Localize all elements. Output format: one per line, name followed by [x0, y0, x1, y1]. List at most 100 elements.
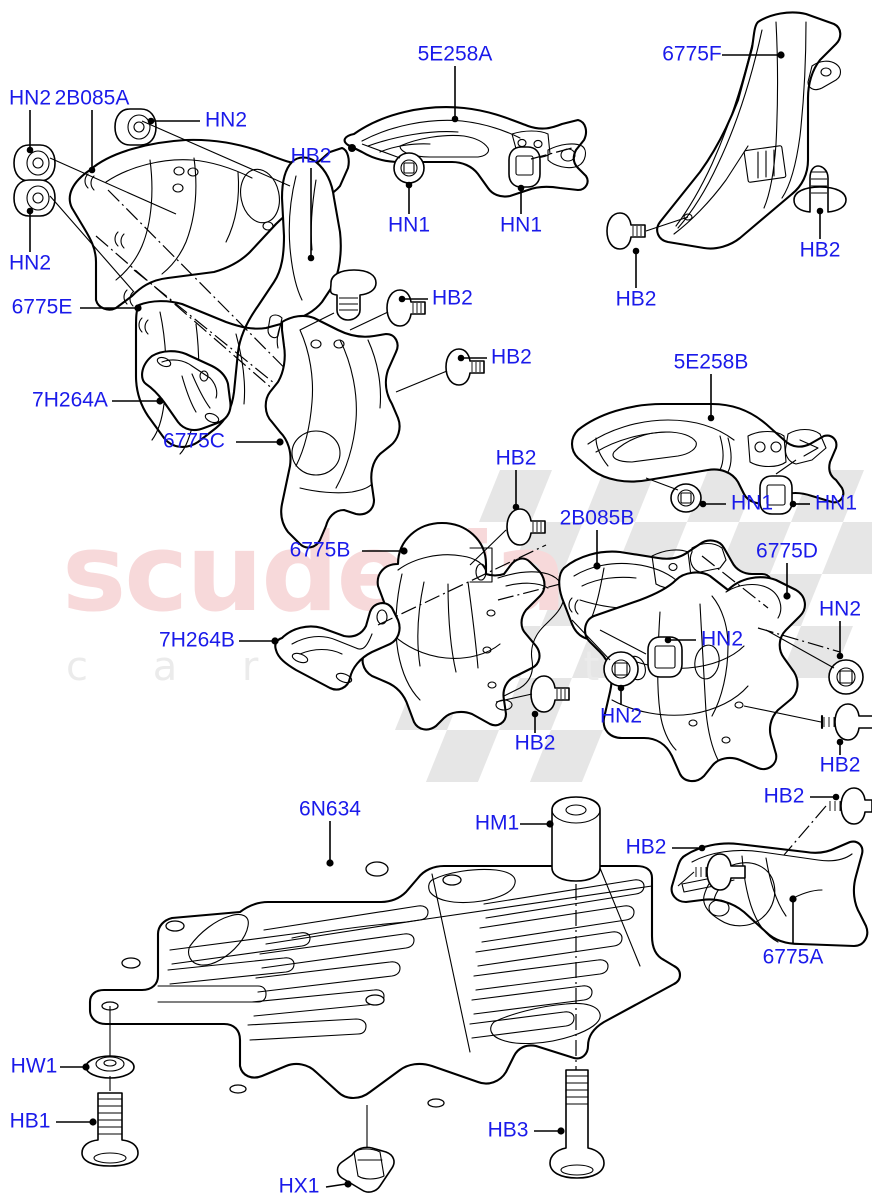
fastener-hm1-spacer[interactable] — [551, 796, 601, 882]
label-hn2-top-left-2[interactable]: HN2 — [205, 109, 247, 132]
label-hn1-left[interactable]: HN1 — [388, 214, 430, 237]
part-2b085a-crease-4 — [225, 171, 239, 243]
label-hn1-right[interactable]: HN1 — [500, 214, 542, 237]
label-6775f[interactable]: 6775F — [662, 43, 722, 66]
label-2b085a[interactable]: 2B085A — [55, 87, 130, 110]
fastener-hn2-tl1[interactable] — [13, 144, 56, 182]
leader-dot-hb2-6775a-left — [698, 844, 706, 852]
part-6775b-heat-shield[interactable] — [361, 521, 546, 731]
label-hw1[interactable]: HW1 — [11, 1055, 58, 1078]
part-6775d-hole-3 — [721, 736, 731, 744]
part-6775f-bracket-hole — [820, 67, 832, 77]
leader-dot-hn1-5e258b-left — [699, 500, 707, 508]
label-2b085b[interactable]: 2B085B — [560, 507, 635, 530]
part-2b085a-crease-1 — [105, 159, 253, 183]
part-6775f-crease-2 — [677, 29, 763, 229]
part-6775c-hole-2 — [333, 339, 345, 349]
group-5e258b — [570, 374, 845, 515]
fastener-hb2-6775c-2[interactable] — [445, 348, 485, 386]
label-hb2-right-3[interactable]: HB2 — [820, 754, 861, 777]
label-hn1-b-left[interactable]: HN1 — [731, 492, 773, 515]
part-6775d-flange — [711, 595, 729, 717]
fastener-hn2-2b085b-2[interactable] — [647, 636, 683, 678]
fastener-hn1-right[interactable] — [508, 146, 541, 188]
leader-hb2-6775b-top-to-part — [469, 529, 507, 566]
label-hn2-top-left-3[interactable]: HN2 — [9, 252, 51, 275]
label-7h264b[interactable]: 7H264B — [159, 629, 235, 652]
leader-dot-hb2-6775d — [836, 738, 844, 746]
fastener-hx1-clip[interactable] — [336, 1146, 395, 1193]
leader-dot-hn2-1 — [26, 146, 34, 154]
label-hb2-ba[interactable]: HB2 — [764, 785, 805, 808]
label-7h264a[interactable]: 7H264A — [32, 389, 108, 412]
label-hn2-top-left-1[interactable]: HN2 — [9, 87, 51, 110]
label-hm1[interactable]: HM1 — [475, 812, 519, 835]
label-6n634[interactable]: 6N634 — [299, 798, 361, 821]
fastener-hb1-bolt[interactable] — [81, 1092, 139, 1167]
label-layer: HN2 2B085A HN2 HN2 6775E 7H264A HB2 HB2 … — [9, 43, 861, 1198]
part-5e258b-tab-arrow — [799, 439, 819, 457]
fastener-hb2-6775c-1[interactable] — [386, 289, 426, 327]
fastener-hb2-6775f-left[interactable] — [606, 212, 646, 250]
part-7h264b-bracket[interactable] — [274, 602, 401, 691]
part-5e258b-rib — [612, 431, 697, 463]
label-5e258b[interactable]: 5E258B — [674, 351, 749, 374]
fastener-hb2-6775a-top[interactable] — [829, 787, 872, 825]
label-hb2-mid-2[interactable]: HB2 — [491, 346, 532, 369]
group-top-left — [13, 108, 353, 455]
label-hb2-bb[interactable]: HB2 — [626, 836, 667, 859]
label-6775e[interactable]: 6775E — [12, 296, 73, 319]
label-hn1-b-right[interactable]: HN1 — [815, 492, 857, 515]
part-6775c-heat-shield[interactable] — [264, 314, 401, 549]
label-6775d[interactable]: 6775D — [756, 540, 818, 563]
part-6n634-engine-undershield[interactable] — [88, 864, 682, 1100]
part-6775b-crease-2 — [417, 581, 425, 667]
fastener-hb2-6775b-bottom[interactable] — [530, 675, 570, 713]
fastener-hb3-bolt[interactable] — [549, 1069, 605, 1179]
fastener-hb2-6775f-right[interactable] — [793, 165, 847, 213]
fastener-hb2-6775d[interactable] — [820, 703, 872, 741]
label-hb2-right-2[interactable]: HB2 — [800, 239, 841, 262]
fastener-hb2-mid-top[interactable] — [329, 269, 377, 321]
label-hb2-right-1[interactable]: HB2 — [616, 288, 657, 311]
fastener-hn2-tl2[interactable] — [13, 179, 56, 217]
leader-hb2-6775f-left-to-part — [645, 216, 689, 232]
fastener-hw1-washer[interactable] — [85, 1055, 135, 1079]
part-6775e-notch-2 — [144, 319, 149, 335]
leader-dot-hn2-2b085b-1 — [617, 684, 625, 692]
label-hn2-right[interactable]: HN2 — [819, 598, 861, 621]
label-hb2-mid-1[interactable]: HB2 — [432, 287, 473, 310]
fastener-hn1-left[interactable] — [393, 152, 425, 184]
label-5e258a[interactable]: 5E258A — [418, 43, 493, 66]
label-hb3[interactable]: HB3 — [488, 1119, 529, 1142]
part-6775b-crease-1 — [395, 573, 421, 701]
fastener-hn2-tl3[interactable] — [114, 108, 157, 146]
fastener-hn2-2b085b-1[interactable] — [603, 651, 639, 687]
leader-hb2-6775c-1-to-part — [349, 311, 389, 331]
part-6775f-lower-edge — [673, 145, 749, 235]
fastener-hb2-6775b-top[interactable] — [506, 508, 546, 546]
leader-dot-hn1-5e258b-right — [789, 500, 797, 508]
label-hb2-center[interactable]: HB2 — [496, 447, 537, 470]
label-hx1[interactable]: HX1 — [279, 1175, 320, 1198]
leader-hb2-6775c-2-to-part — [395, 370, 448, 393]
leader-hb2-6775a-left-to-part — [677, 871, 695, 887]
label-6775b[interactable]: 6775B — [290, 539, 351, 562]
part-7h264a-inner-2 — [181, 375, 197, 413]
leader-dot-7h264b — [271, 637, 279, 645]
leader-hb2-6775d-to-part — [743, 705, 822, 723]
label-hb1[interactable]: HB1 — [10, 1110, 51, 1133]
label-6775c[interactable]: 6775C — [163, 430, 225, 453]
label-hn2-mid-1[interactable]: HN2 — [701, 628, 743, 651]
part-5e258b-tab — [784, 428, 827, 465]
part-6775d-crease-4 — [611, 685, 749, 716]
group-6775a — [670, 787, 872, 948]
label-hb2-bottom-mid[interactable]: HB2 — [515, 732, 556, 755]
label-6775a[interactable]: 6775A — [763, 946, 824, 969]
fastener-hn1-5e258b-left[interactable] — [670, 483, 702, 513]
leader-dot-hb2-6775b-bottom — [531, 710, 539, 718]
fastener-hb2-6775a-left[interactable] — [695, 853, 746, 891]
fastener-hn2-6775d-right[interactable] — [828, 659, 864, 695]
label-hn2-mid-2[interactable]: HN2 — [600, 705, 642, 728]
label-hb2-upper-mid[interactable]: HB2 — [291, 145, 332, 168]
